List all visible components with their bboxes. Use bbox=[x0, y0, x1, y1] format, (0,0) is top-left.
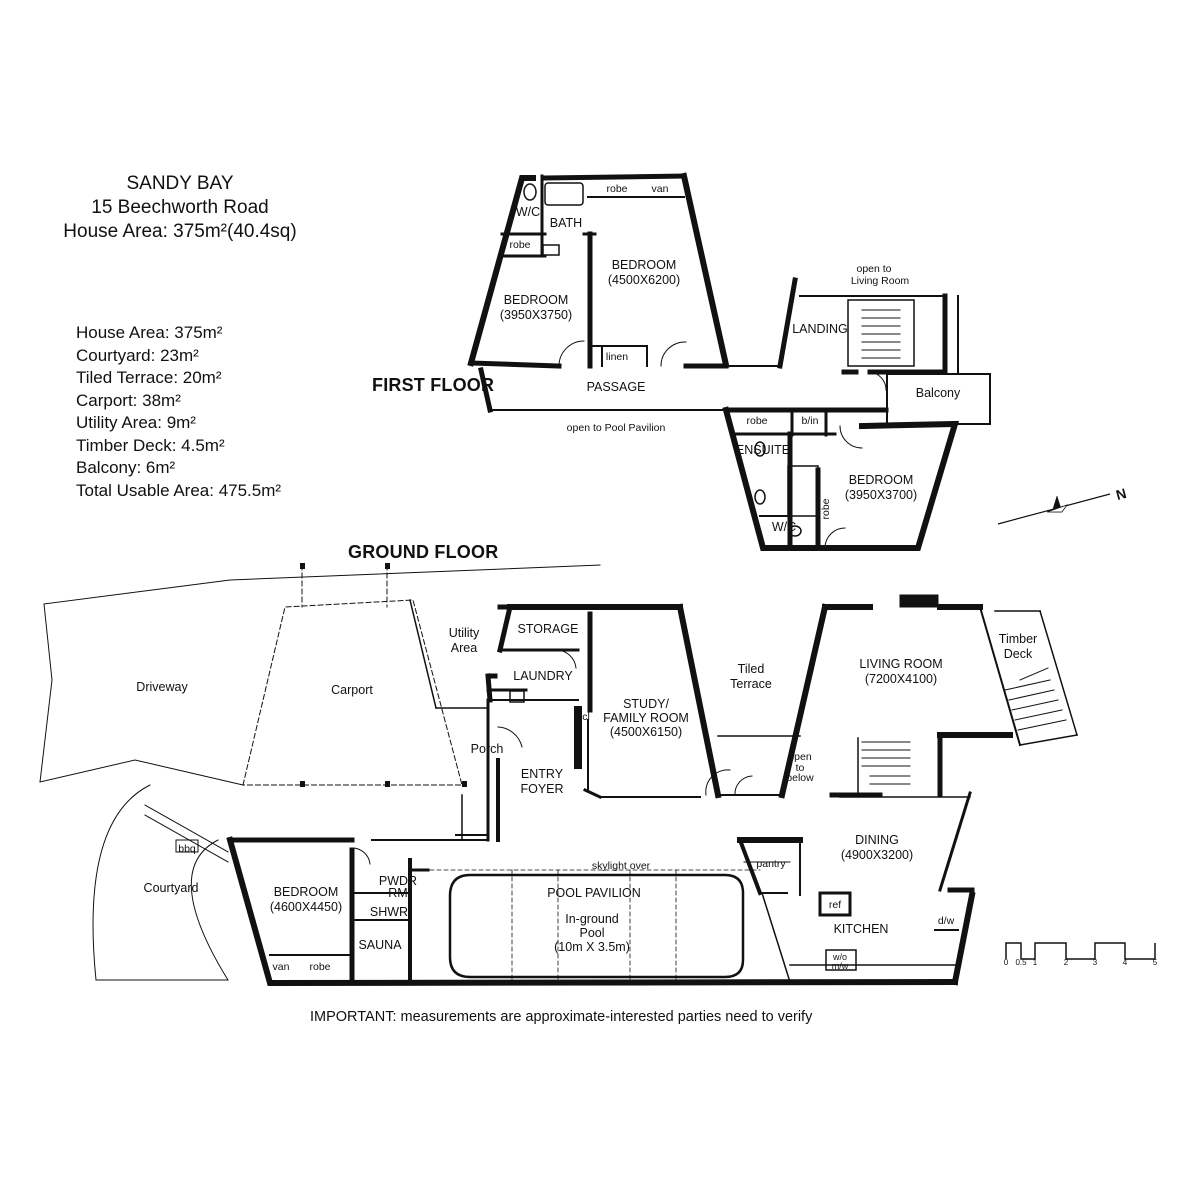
scale-tick-4: 4 bbox=[1122, 958, 1128, 967]
area-tiled-terrace: Tiled Terrace: 20m² bbox=[76, 368, 222, 387]
ground-floor-walls bbox=[39, 564, 1078, 987]
room-bath: BATH bbox=[549, 216, 583, 230]
room-pwdr-1: PWDR bbox=[378, 874, 418, 888]
room-passage: PASSAGE bbox=[586, 380, 646, 394]
scale-tick-05: 0.5 bbox=[1015, 958, 1027, 967]
room-bedroom: BEDROOM bbox=[273, 885, 339, 899]
room-bedroom-mid-dim: (4500X6200) bbox=[607, 273, 681, 287]
room-bedroom-left: BEDROOM bbox=[503, 293, 569, 307]
scale-tick-2: 2 bbox=[1063, 958, 1069, 967]
room-van: van bbox=[272, 961, 290, 973]
compass-icon bbox=[997, 493, 1111, 525]
room-robe-left: robe bbox=[509, 239, 531, 251]
open-to-living-1: open to bbox=[856, 263, 892, 275]
skylight-over: skylight over bbox=[591, 860, 651, 872]
room-kitchen: KITCHEN bbox=[833, 922, 889, 936]
ground-floor-label: GROUND FLOOR bbox=[348, 542, 499, 562]
area-timber-deck: Timber Deck: 4.5m² bbox=[76, 436, 225, 455]
scale-bar bbox=[1005, 942, 1156, 960]
scale-tick-1: 1 bbox=[1032, 958, 1038, 967]
scale-tick-0: 0 bbox=[1003, 958, 1009, 967]
room-pantry: pantry bbox=[756, 858, 786, 870]
area-courtyard: Courtyard: 23m² bbox=[76, 346, 199, 365]
room-study-1: STUDY/ bbox=[623, 697, 669, 711]
room-driveway: Driveway bbox=[136, 680, 188, 694]
room-ensuite: ENSUITE bbox=[735, 443, 791, 457]
area-house: House Area: 375m² bbox=[76, 323, 223, 342]
room-balcony: Balcony bbox=[915, 386, 961, 400]
room-wc-right: W/C bbox=[771, 520, 797, 534]
room-landing: LANDING bbox=[792, 322, 848, 336]
room-entry-2: FOYER bbox=[520, 782, 564, 796]
pool-dim: (10m X 3.5m) bbox=[554, 940, 630, 954]
room-storage: STORAGE bbox=[517, 622, 579, 636]
room-ref: ref bbox=[828, 899, 842, 911]
important-note: IMPORTANT: measurements are approximate-… bbox=[310, 1009, 813, 1025]
area-total: Total Usable Area: 475.5m² bbox=[76, 481, 282, 500]
room-pwdr-2: RM bbox=[388, 886, 408, 900]
room-dining-dim: (4900X3200) bbox=[840, 848, 914, 862]
header-house-area: House Area: 375m²(40.4sq) bbox=[63, 221, 297, 242]
pool-label-1: In-ground bbox=[565, 912, 619, 926]
header-address: 15 Beechworth Road bbox=[91, 197, 269, 218]
room-study-dim: (4500X6150) bbox=[609, 725, 683, 739]
room-wo: w/o bbox=[832, 952, 848, 962]
room-bedroom-right: BEDROOM bbox=[848, 473, 914, 487]
first-floor-walls bbox=[467, 172, 991, 551]
room-utility-1: Utility bbox=[448, 626, 480, 640]
room-timber-1: Timber bbox=[998, 632, 1038, 646]
open-below-1: open bbox=[788, 751, 812, 763]
room-pool-pavilion: POOL PAVILION bbox=[547, 886, 641, 900]
room-porch: Porch bbox=[470, 742, 504, 756]
room-laundry: LAUNDRY bbox=[513, 669, 573, 683]
room-bedroom-mid: BEDROOM bbox=[611, 258, 677, 272]
room-carport: Carport bbox=[331, 683, 373, 697]
area-balcony: Balcony: 6m² bbox=[76, 458, 176, 477]
room-robe-ensuite: robe bbox=[746, 415, 768, 427]
scale-tick-5: 5 bbox=[1152, 958, 1158, 967]
room-courtyard: Courtyard bbox=[143, 881, 199, 895]
room-bbq: bbq bbox=[178, 843, 196, 855]
room-timber-2: Deck bbox=[1003, 647, 1033, 661]
first-floor-label: FIRST FLOOR bbox=[372, 375, 495, 395]
room-sauna: SAUNA bbox=[358, 938, 402, 952]
area-utility: Utility Area: 9m² bbox=[76, 413, 196, 432]
room-shwr: SHWR bbox=[369, 905, 409, 919]
room-wc: W/C bbox=[515, 205, 541, 219]
room-robe-vertical: robe bbox=[820, 498, 832, 520]
room-utility-2: Area bbox=[450, 641, 478, 655]
scale-tick-3: 3 bbox=[1092, 958, 1098, 967]
area-carport: Carport: 38m² bbox=[76, 391, 181, 410]
open-to-pool-pavilion: open to Pool Pavilion bbox=[566, 422, 666, 434]
room-cl: cl bbox=[582, 711, 590, 723]
room-tiled-2: Terrace bbox=[730, 677, 772, 691]
room-entry-1: ENTRY bbox=[520, 767, 564, 781]
open-to-living-2: Living Room bbox=[850, 275, 910, 287]
room-dining: DINING bbox=[855, 833, 899, 847]
room-living: LIVING ROOM bbox=[859, 657, 943, 671]
open-below-2: to bbox=[795, 762, 805, 774]
room-tiled-1: Tiled bbox=[737, 662, 765, 676]
room-robe: robe bbox=[309, 961, 331, 973]
pool-label-2: Pool bbox=[579, 926, 605, 940]
room-bedroom-right-dim: (3950X3700) bbox=[844, 488, 918, 502]
room-b-in: b/in bbox=[801, 415, 819, 427]
open-below-3: below bbox=[786, 772, 814, 784]
room-bedroom-left-dim: (3950X3750) bbox=[499, 308, 573, 322]
room-study-2: FAMILY ROOM bbox=[603, 711, 689, 725]
header-suburb: SANDY BAY bbox=[126, 173, 234, 194]
room-linen: linen bbox=[605, 351, 629, 363]
room-living-dim: (7200X4100) bbox=[864, 672, 938, 686]
room-robe-top: robe bbox=[606, 183, 628, 195]
room-bedroom-dim: (4600X4450) bbox=[269, 900, 343, 914]
room-van-top: van bbox=[651, 183, 669, 195]
room-mw: m/w bbox=[831, 961, 849, 971]
room-dw: d/w bbox=[937, 915, 955, 927]
